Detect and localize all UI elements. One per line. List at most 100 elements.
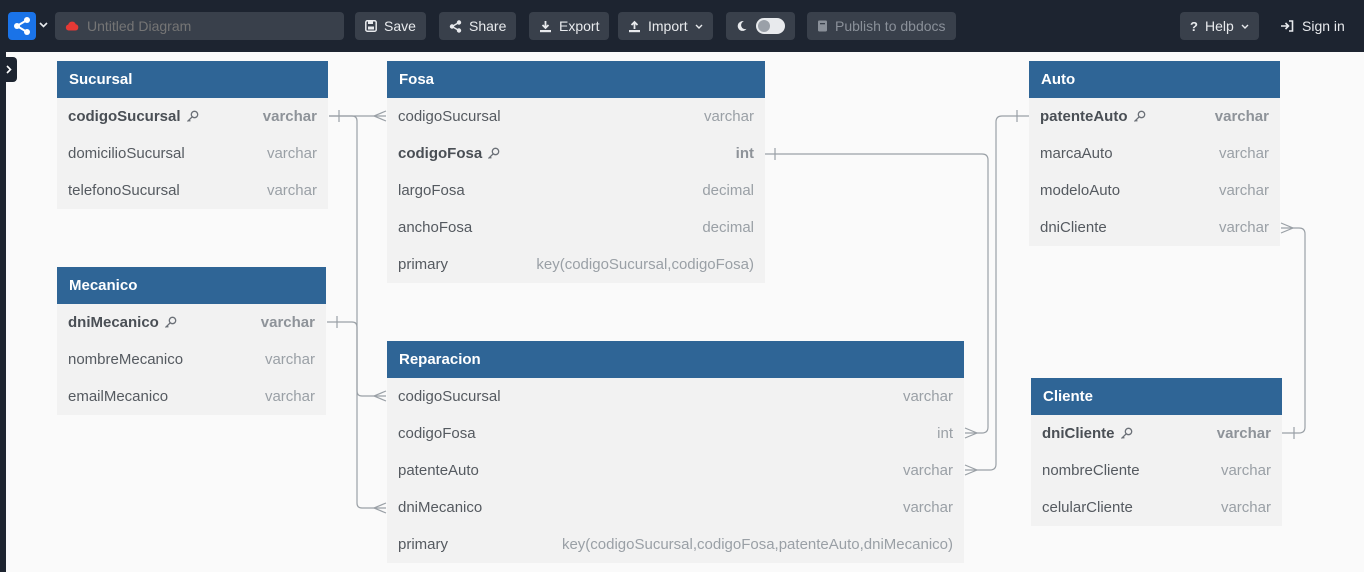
field-type: varchar bbox=[264, 351, 315, 368]
table-row[interactable]: dniCliente varchar bbox=[1031, 415, 1282, 452]
publish-dbdocs-button[interactable]: Publish to dbdocs bbox=[807, 12, 956, 40]
diagram-title-field[interactable] bbox=[55, 12, 344, 40]
table-header[interactable]: Cliente bbox=[1031, 378, 1282, 415]
field-name: primary bbox=[398, 536, 449, 553]
field-type: varchar bbox=[703, 108, 754, 125]
app-logo-button[interactable] bbox=[8, 12, 36, 40]
field-type: int bbox=[937, 425, 953, 442]
expand-panel-button[interactable] bbox=[0, 57, 17, 82]
field-name: largoFosa bbox=[398, 182, 465, 199]
table-row[interactable]: patenteAuto varchar bbox=[1029, 98, 1280, 135]
field-name: domicilioSucursal bbox=[68, 145, 185, 162]
field-name-wrap: primary bbox=[398, 256, 448, 273]
table-row[interactable]: largoFosa decimal bbox=[387, 172, 765, 209]
field-name-wrap: marcaAuto bbox=[1040, 145, 1113, 162]
field-name-wrap: codigoSucursal bbox=[68, 108, 200, 125]
save-button[interactable]: Save bbox=[355, 12, 426, 40]
field-name: nombreCliente bbox=[1042, 462, 1140, 479]
field-type: key(codigoSucursal,codigoFosa) bbox=[536, 256, 754, 273]
field-type: varchar bbox=[1216, 425, 1271, 442]
diagram-title-input[interactable] bbox=[87, 18, 327, 34]
table-row[interactable]: codigoFosa int bbox=[387, 415, 964, 452]
import-label: Import bbox=[648, 18, 688, 34]
table-row[interactable]: emailMecanico varchar bbox=[57, 378, 326, 415]
field-type: varchar bbox=[902, 388, 953, 405]
sign-in-button[interactable]: Sign in bbox=[1280, 12, 1345, 40]
field-name-wrap: dniCliente bbox=[1042, 425, 1134, 442]
field-name: codigoSucursal bbox=[398, 108, 501, 125]
left-panel-strip bbox=[0, 52, 6, 572]
field-name: patenteAuto bbox=[1040, 108, 1128, 125]
theme-toggle[interactable] bbox=[726, 12, 795, 40]
field-type: varchar bbox=[260, 314, 315, 331]
table-row[interactable]: codigoSucursal varchar bbox=[387, 378, 964, 415]
table-auto[interactable]: Auto patenteAuto varchar marcaAuto varchar mo… bbox=[1029, 61, 1280, 246]
import-button[interactable]: Import bbox=[618, 12, 713, 40]
chevron-down-icon bbox=[1241, 24, 1249, 29]
table-row[interactable]: marcaAuto varchar bbox=[1029, 135, 1280, 172]
table-cliente[interactable]: Cliente dniCliente varchar nombreCliente var… bbox=[1031, 378, 1282, 526]
field-name-wrap: primary bbox=[398, 536, 448, 553]
field-type: int bbox=[735, 145, 754, 162]
cloud-icon bbox=[65, 19, 79, 33]
field-name-wrap: patenteAuto bbox=[1040, 108, 1147, 125]
field-type: varchar bbox=[1220, 462, 1271, 479]
toggle-switch[interactable] bbox=[755, 18, 785, 34]
field-name-wrap: dniCliente bbox=[1040, 219, 1107, 236]
field-type: varchar bbox=[1218, 145, 1269, 162]
field-name-wrap: nombreMecanico bbox=[68, 351, 183, 368]
table-row[interactable]: codigoSucursal varchar bbox=[387, 98, 765, 135]
help-label: Help bbox=[1204, 18, 1234, 34]
export-button[interactable]: Export bbox=[529, 12, 610, 40]
help-button[interactable]: ? Help bbox=[1180, 12, 1259, 40]
field-name-wrap: dniMecanico bbox=[398, 499, 482, 516]
share-label: Share bbox=[469, 18, 507, 34]
chevron-down-icon[interactable] bbox=[38, 18, 48, 32]
field-name-wrap: emailMecanico bbox=[68, 388, 168, 405]
key-icon bbox=[487, 147, 501, 161]
table-header[interactable]: Auto bbox=[1029, 61, 1280, 98]
field-type: varchar bbox=[1214, 108, 1269, 125]
field-name: dniMecanico bbox=[398, 499, 483, 516]
field-name: primary bbox=[398, 256, 449, 273]
table-header[interactable]: Reparacion bbox=[387, 341, 964, 378]
table-row[interactable]: primary key(codigoSucursal,codigoFosa) bbox=[387, 246, 765, 283]
share-button[interactable]: Share bbox=[439, 12, 517, 40]
table-row[interactable]: nombreCliente varchar bbox=[1031, 452, 1282, 489]
field-name-wrap: nombreCliente bbox=[1042, 462, 1140, 479]
chevron-right-icon bbox=[5, 65, 12, 74]
field-type: varchar bbox=[264, 388, 315, 405]
save-icon bbox=[365, 20, 377, 32]
table-header[interactable]: Sucursal bbox=[57, 61, 328, 98]
field-name-wrap: domicilioSucursal bbox=[68, 145, 185, 162]
field-type: decimal bbox=[702, 182, 754, 199]
field-type: decimal bbox=[702, 219, 754, 236]
table-reparacion[interactable]: Reparacion codigoSucursal varchar codigoFos… bbox=[387, 341, 964, 563]
field-name-wrap: telefonoSucursal bbox=[68, 182, 180, 199]
key-icon bbox=[1133, 110, 1147, 124]
field-name: modeloAuto bbox=[1040, 182, 1121, 199]
table-header[interactable]: Mecanico bbox=[57, 267, 326, 304]
rel-mecanico-reparacion bbox=[327, 321, 386, 509]
field-name-wrap: codigoSucursal bbox=[398, 108, 501, 125]
field-name: codigoFosa bbox=[398, 425, 476, 442]
table-row[interactable]: nombreMecanico varchar bbox=[57, 341, 326, 378]
field-type: varchar bbox=[1220, 499, 1271, 516]
table-header[interactable]: Fosa bbox=[387, 61, 765, 98]
field-name: codigoSucursal bbox=[398, 388, 501, 405]
